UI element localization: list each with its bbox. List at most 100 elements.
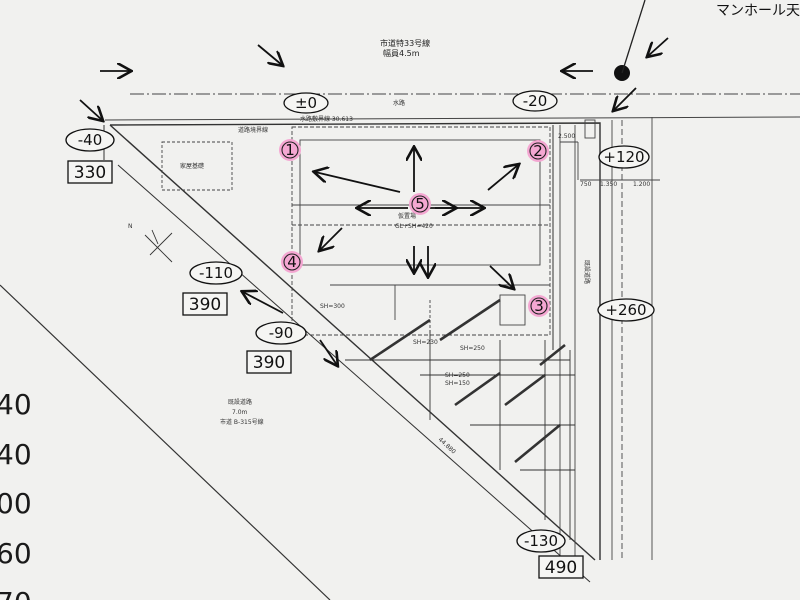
point-ring: [411, 195, 429, 213]
level-box: [182, 292, 228, 316]
level-oval-text: -90: [269, 324, 294, 342]
svg-text:SH=150: SH=150: [445, 380, 470, 387]
svg-text:仮置場: 仮置場: [398, 212, 416, 220]
diag-dimension: 44.880: [437, 436, 457, 455]
flow-arrow: [79, 99, 102, 120]
top-road: [104, 93, 800, 126]
level-oval-text: -130: [524, 532, 558, 550]
side-number: 60: [0, 537, 32, 570]
diag-road-label-1: 既設道路: [228, 398, 252, 406]
svg-text:SH=250: SH=250: [445, 372, 470, 379]
side-labels: 40 40 00 60 70: [0, 388, 32, 600]
diag-road-label-3: 市道 B-315号線: [220, 418, 264, 426]
waterway-label: 水路: [393, 99, 405, 107]
level-marker-lvl-top-right: -20: [512, 90, 558, 112]
paper-fold-line: [0, 284, 331, 600]
right-road-label: 既設道路: [583, 260, 591, 284]
property-outline: [103, 122, 601, 583]
level-box-text: 390: [189, 295, 221, 315]
north-label: N: [128, 223, 133, 230]
level-box-text: 490: [545, 558, 577, 578]
svg-text:1.200: 1.200: [633, 181, 650, 188]
svg-text:道路境界線: 道路境界線: [238, 126, 268, 134]
survey-point-2: 2: [527, 140, 549, 162]
level-marker-lvl-right-mid: +120: [598, 145, 650, 169]
house-box: [161, 141, 233, 191]
side-number: 00: [0, 487, 32, 520]
point-number: 3: [534, 297, 544, 315]
survey-point-5: 5: [409, 193, 431, 215]
boundary-label: 水路敷界線 30.613: [300, 115, 353, 123]
level-oval-text: -40: [78, 131, 103, 149]
level-oval: [597, 298, 655, 322]
level-oval: [598, 145, 650, 169]
top-road-label-2: 幅員4.5m: [383, 48, 420, 58]
house-label: 家屋基礎: [180, 162, 204, 170]
north-arrow: [144, 229, 173, 263]
svg-text:SH=230: SH=230: [413, 339, 438, 346]
level-oval-text: ±0: [295, 94, 317, 112]
point-ring: [529, 142, 547, 160]
point-number: 4: [287, 253, 297, 271]
level-oval: [283, 92, 329, 114]
level-marker-lvl-center-low: -90 390: [246, 321, 307, 374]
top-road-label-1: 市道特33号線: [380, 38, 430, 48]
svg-text:SH=300: SH=300: [320, 303, 345, 310]
level-oval-text: -110: [199, 264, 233, 282]
flow-arrow: [257, 44, 282, 65]
point-number: 2: [533, 142, 543, 160]
flow-arrow: [320, 227, 343, 250]
side-number: 70: [0, 586, 32, 600]
level-oval-text: +260: [605, 301, 646, 319]
level-marker-lvl-left-top: -40 330: [65, 128, 115, 184]
level-oval: [516, 529, 566, 553]
point-ring: [281, 141, 299, 159]
side-number: 40: [0, 388, 32, 421]
level-box-text: 330: [74, 163, 106, 183]
point-ring: [530, 297, 548, 315]
survey-points: 1 2 3 4 5: [279, 139, 550, 317]
level-marker-lvl-bottom: -130 490: [516, 529, 584, 579]
level-box: [67, 160, 113, 184]
side-number: 40: [0, 438, 32, 471]
flow-arrows: [79, 37, 669, 365]
point-number: 1: [285, 141, 295, 159]
level-oval: [512, 90, 558, 112]
level-marker-lvl-top-center: ±0: [283, 92, 329, 114]
level-box: [246, 350, 292, 374]
foundation-grid: [345, 298, 575, 540]
level-marker-lvl-left-mid: -110 390: [182, 261, 243, 316]
point-number: 5: [415, 195, 425, 213]
svg-text:2.500: 2.500: [558, 133, 575, 140]
survey-point-3: 3: [528, 295, 550, 317]
flow-arrow: [648, 37, 669, 56]
survey-point-1: 1: [279, 139, 301, 161]
flow-arrow: [243, 292, 284, 314]
level-oval-text: +120: [603, 148, 644, 166]
level-box: [538, 555, 584, 579]
svg-text:750: 750: [580, 181, 592, 188]
svg-text:SH=250: SH=250: [460, 345, 485, 352]
flow-arrow: [614, 87, 637, 110]
level-box-text: 390: [253, 353, 285, 373]
svg-text:GL+SH=420: GL+SH=420: [395, 223, 433, 230]
level-oval: [189, 261, 243, 285]
svg-text:1.350: 1.350: [600, 181, 617, 188]
point-ring: [283, 253, 301, 271]
flow-arrow: [489, 265, 513, 288]
tiny-annotations: 道路境界線 仮置場 GL+SH=420 SH=300 SH=230 SH=250…: [238, 126, 650, 387]
level-oval: [65, 128, 115, 152]
manhole-leader: [621, 0, 646, 74]
survey-point-4: 4: [281, 251, 303, 273]
level-oval-text: -20: [523, 92, 548, 110]
level-marker-lvl-right-low: +260: [597, 298, 655, 322]
flow-arrow: [487, 165, 518, 191]
level-markers: ±0 -20 -40 330 +120 -110 390 -90 390 +260 -130 490: [65, 90, 655, 579]
level-oval: [255, 321, 307, 345]
manhole-label: マンホール天: [716, 3, 800, 19]
flow-arrow: [319, 339, 337, 365]
flow-arrow: [315, 172, 401, 193]
diag-road-label-2: 7.0m: [232, 409, 248, 416]
